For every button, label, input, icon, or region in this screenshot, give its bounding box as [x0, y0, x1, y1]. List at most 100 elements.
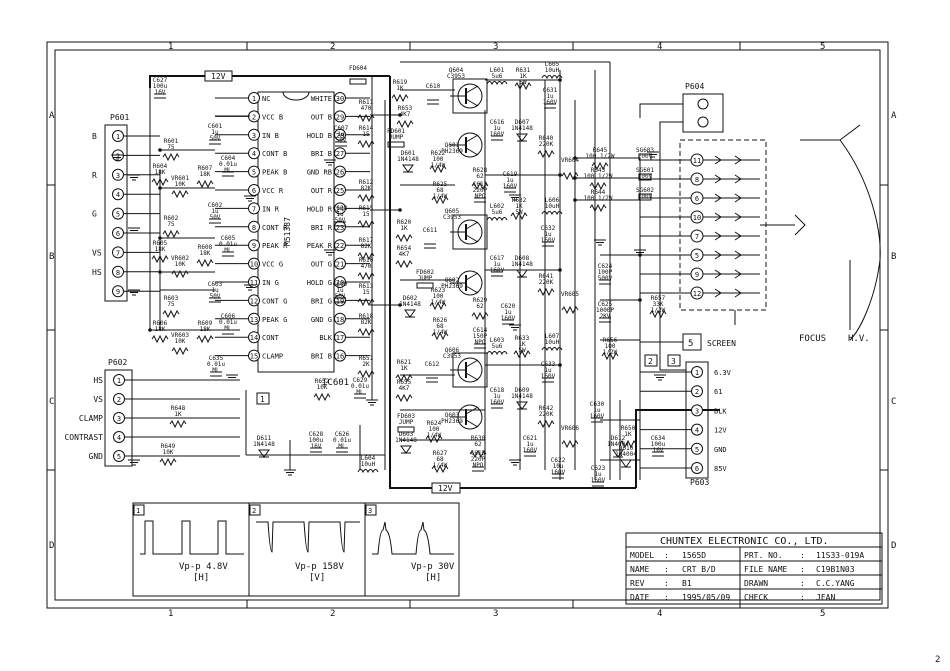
component-ref: R657 [651, 295, 666, 302]
component-ref: L603 [490, 337, 505, 344]
crt-pin-arrow [714, 155, 722, 165]
component-ref: R607 [198, 165, 213, 172]
component-ref: R655 [397, 379, 412, 386]
focus-label: FOCUS [799, 334, 826, 344]
component-value: 470 [361, 263, 372, 270]
resistor-symbol [196, 258, 214, 268]
transistor-emitter [465, 98, 479, 107]
resistor-symbol [537, 149, 555, 159]
resistor-symbol [396, 119, 414, 129]
ic-pin-number: 11 [250, 279, 258, 287]
junction-dot [398, 303, 402, 307]
ic-pin-number: 15 [250, 353, 258, 361]
component-ref: Q605 [445, 208, 460, 215]
junction-dot [558, 268, 562, 272]
component-ref: C618 [490, 387, 505, 394]
crt-pin-arrow [734, 288, 742, 298]
component-value: 15 [362, 131, 370, 138]
ic-pin [334, 165, 346, 178]
component-value: 10K [175, 181, 186, 188]
component-value: 100u [651, 441, 666, 448]
component-rating: 1/4W [427, 432, 442, 439]
component-value: 75 [167, 221, 175, 228]
component-value: 1K [515, 203, 523, 210]
component-rating: 500V [598, 275, 613, 282]
junction-dot [158, 236, 162, 240]
p601-pin-number: 6 [116, 230, 120, 238]
resistor-symbol [357, 327, 375, 337]
p602-pin [113, 393, 125, 405]
resistor-symbol [169, 419, 187, 429]
component-value: 470 [361, 105, 372, 112]
svg-text:SCREEN: SCREEN [707, 339, 736, 348]
p603-pin [691, 366, 703, 378]
ic-pin-label: CONT B [262, 150, 287, 158]
component-value: 75 [167, 144, 175, 151]
transistors [450, 78, 488, 430]
component-value: 10u [553, 463, 564, 470]
component-ref: C603 [208, 281, 223, 288]
component-value: 0.01u [219, 241, 237, 248]
ic-pin-number: 7 [252, 205, 256, 213]
component-ref: C602 [208, 202, 223, 209]
ic-pin-number: 19 [336, 297, 344, 305]
component-ref: L601 [490, 67, 505, 74]
component-rating: 50V [210, 135, 221, 142]
junction-dot [398, 208, 402, 212]
component-ref: FD603 [397, 413, 415, 420]
component-rating: 160V [523, 447, 538, 454]
crt-pin-arrow [714, 269, 722, 279]
component-value: 1u [211, 129, 219, 136]
component-value: 1N4004 [607, 441, 629, 448]
component-value: 1u [337, 131, 345, 138]
component-ref: C629 [353, 377, 368, 384]
component-ref: D608 [515, 255, 530, 262]
title-key: PRT. NO. [744, 551, 783, 560]
component-value: 1u [504, 309, 512, 316]
component-ref: C620 [501, 303, 516, 310]
tag-box-1: 1 [256, 392, 270, 405]
title-sep: : [664, 579, 669, 588]
component-value: 10uH [361, 461, 376, 468]
component-rating: 1/4W [431, 299, 446, 306]
crt-pin-number: 5 [695, 252, 699, 260]
bus-label-top: 12V [204, 70, 233, 82]
transistor-emitter [465, 372, 479, 381]
resistor-symbol [510, 211, 528, 221]
resistor-symbol [357, 113, 375, 123]
p602-pin [113, 450, 125, 462]
component-ref: Q604 [449, 67, 464, 74]
component-ref: R651 [359, 355, 374, 362]
component-rating: ML [224, 247, 232, 254]
transistor-emitter [465, 234, 479, 243]
component-rating: NPO [475, 193, 486, 200]
ic-pin-label: CONT R [262, 224, 288, 232]
p603-signal-label: 61 [714, 388, 722, 396]
resistor-symbol [151, 177, 169, 187]
svg-text:1: 1 [260, 395, 265, 404]
component-ref: D602 [403, 295, 418, 302]
component-value: 68 [436, 456, 444, 463]
component-ref: C606 [221, 313, 236, 320]
junction-dot [558, 78, 562, 82]
hv-label: H.V. [848, 334, 870, 344]
component-value: 1K [624, 431, 632, 438]
p602-pin-number: 1 [117, 377, 121, 385]
component-ref: R641 [539, 273, 554, 280]
component-value: 0.01u [351, 383, 369, 390]
p601-pin [112, 168, 124, 181]
ic-pin [334, 92, 346, 104]
inductor-symbol [541, 75, 563, 80]
grid-col-label: 2 [330, 42, 335, 52]
resistor-symbol [589, 181, 607, 191]
component-value: 82K [361, 243, 372, 250]
component-value: 5u6 [492, 209, 503, 216]
p601-pin-number: 5 [116, 211, 120, 219]
transistor-emitter [465, 285, 479, 294]
component-ref: VR605 [561, 291, 579, 298]
p603-signal-label: 12V [714, 427, 727, 435]
resistor-symbol [537, 419, 555, 429]
ic-pin-number: 30 [336, 95, 344, 103]
